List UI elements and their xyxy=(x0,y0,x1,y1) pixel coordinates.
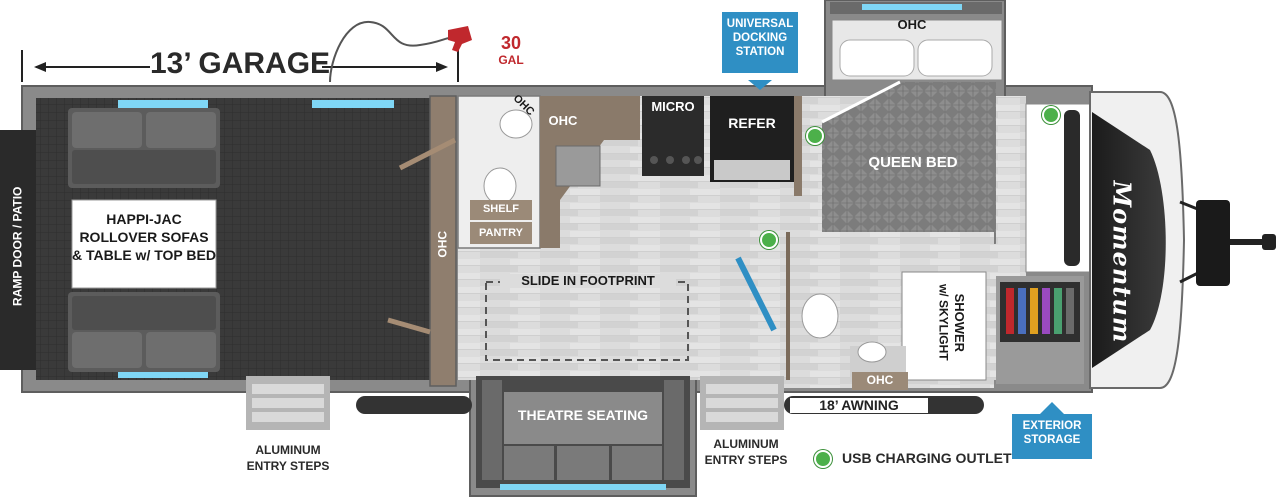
bath-vanity-ohc-label: OHC xyxy=(866,373,894,387)
micro-label: MICRO xyxy=(651,99,695,114)
rollover-sofa-top xyxy=(68,108,220,188)
kitchen-ohc-label: OHC xyxy=(548,113,578,128)
theatre-seating-label: THEATRE SEATING xyxy=(517,407,649,423)
steps-right-line2: ENTRY STEPS xyxy=(704,453,788,467)
refer-label: REFER xyxy=(728,115,776,131)
usb-legend-label: USB CHARGING OUTLET xyxy=(842,450,1012,466)
shower-label-line2: w/ SKYLIGHT xyxy=(936,283,951,361)
usb-legend-icon xyxy=(814,450,832,468)
exterior-storage-callout: EXTERIOR STORAGE xyxy=(1012,414,1092,459)
kitchen-counter xyxy=(540,96,640,248)
entry-steps-right xyxy=(700,376,784,430)
universal-docking-line2: DOCKING xyxy=(732,32,788,44)
sofas-label-line3: & TABLE w/ TOP BED xyxy=(72,247,216,263)
usb-outlet-bath xyxy=(760,231,778,249)
fuel-station-icon xyxy=(329,20,472,83)
awning-bar-left xyxy=(356,396,472,414)
steps-left-line1: ALUMINUM xyxy=(255,443,321,457)
shelf-label: SHELF xyxy=(482,203,520,215)
garage-dimension-label: 13’ GARAGE xyxy=(150,47,331,80)
sofa-table xyxy=(71,199,217,289)
brand-logo: Momentum xyxy=(1107,180,1137,344)
pin-box xyxy=(1196,200,1230,286)
sofas-label-line1: HAPPI-JAC xyxy=(106,211,182,227)
theatre-seating-graphic xyxy=(476,376,690,490)
universal-docking-callout: UNIVERSAL DOCKING STATION xyxy=(722,12,798,73)
exterior-storage-line1: EXTERIOR xyxy=(1022,420,1082,432)
entry-steps-left xyxy=(246,376,330,430)
steps-left-line2: ENTRY STEPS xyxy=(246,459,330,473)
queen-bed xyxy=(822,82,996,244)
shower-label-line1: SHOWER xyxy=(951,293,967,353)
usb-outlet-bedroom xyxy=(1042,106,1060,124)
pantry-label: PANTRY xyxy=(479,227,523,239)
universal-docking-line3: STATION xyxy=(735,46,785,58)
usb-outlet-kitchen xyxy=(806,127,824,145)
awning-label: 18’ AWNING xyxy=(790,398,928,413)
bedroom-ohc-label: OHC xyxy=(897,17,927,32)
sofas-label-line2: ROLLOVER SOFAS xyxy=(79,229,209,245)
garage-dimension-line xyxy=(21,50,459,82)
steps-right-line1: ALUMINUM xyxy=(713,437,779,451)
garage-ohc-label: OHC xyxy=(435,230,450,258)
ramp-door-label: RAMP DOOR / PATIO xyxy=(10,186,25,306)
queen-bed-label: QUEEN BED xyxy=(868,154,958,171)
slide-footprint-label: SLIDE IN FOOTPRINT xyxy=(500,274,676,288)
universal-docking-line1: UNIVERSAL xyxy=(726,18,794,30)
exterior-storage-line2: STORAGE xyxy=(1023,434,1081,446)
fuel-amount: 30 xyxy=(500,33,522,53)
ramp-door xyxy=(0,130,36,370)
rollover-sofa-bottom xyxy=(68,292,220,372)
fuel-unit: GAL xyxy=(498,53,524,67)
